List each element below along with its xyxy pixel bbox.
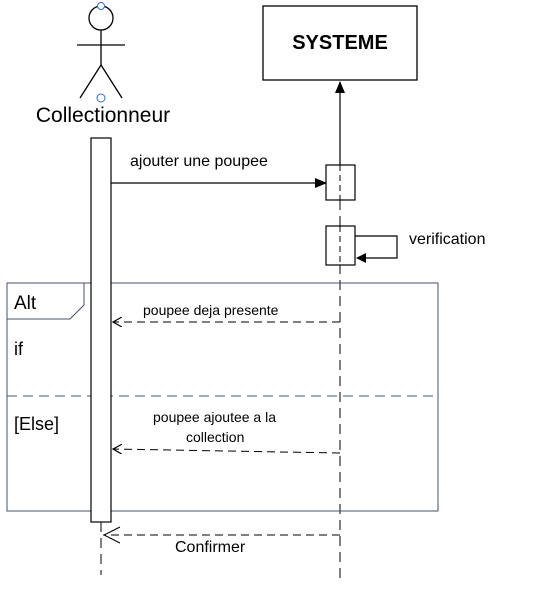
actor-name: Collectionneur: [36, 104, 170, 127]
actor-figure: [77, 2, 125, 103]
message-add-doll-label: ajouter une poupee: [130, 153, 268, 170]
system-box: [262, 5, 418, 81]
alt-guard-else: [Else]: [14, 414, 59, 434]
message-added-arrow: [113, 449, 341, 453]
message-verification-label: verification: [409, 231, 485, 248]
actor-activation: [90, 137, 112, 523]
alt-fragment: [6, 282, 439, 512]
message-already-present-label: poupee deja presente: [143, 302, 279, 318]
actor-feet-handle: [96, 93, 106, 103]
actor-right-leg: [100, 64, 123, 99]
alt-fragment-tab: [7, 283, 85, 320]
message-added-label-line2: collection: [186, 429, 244, 445]
system-name: SYSTEME: [292, 32, 388, 54]
message-confirm-label: Confirmer: [175, 539, 246, 556]
alt-guard-if: if: [14, 339, 24, 359]
message-verification-arrow: [355, 235, 398, 259]
message-verification-arrowhead: [356, 253, 366, 263]
alt-operator: Alt: [14, 293, 37, 314]
actor-left-leg: [79, 64, 102, 99]
message-added-label-line1: poupee ajoutee a la: [153, 409, 276, 425]
actor-head-handle: [97, 2, 105, 10]
message-confirm-arrowhead: [102, 526, 121, 544]
